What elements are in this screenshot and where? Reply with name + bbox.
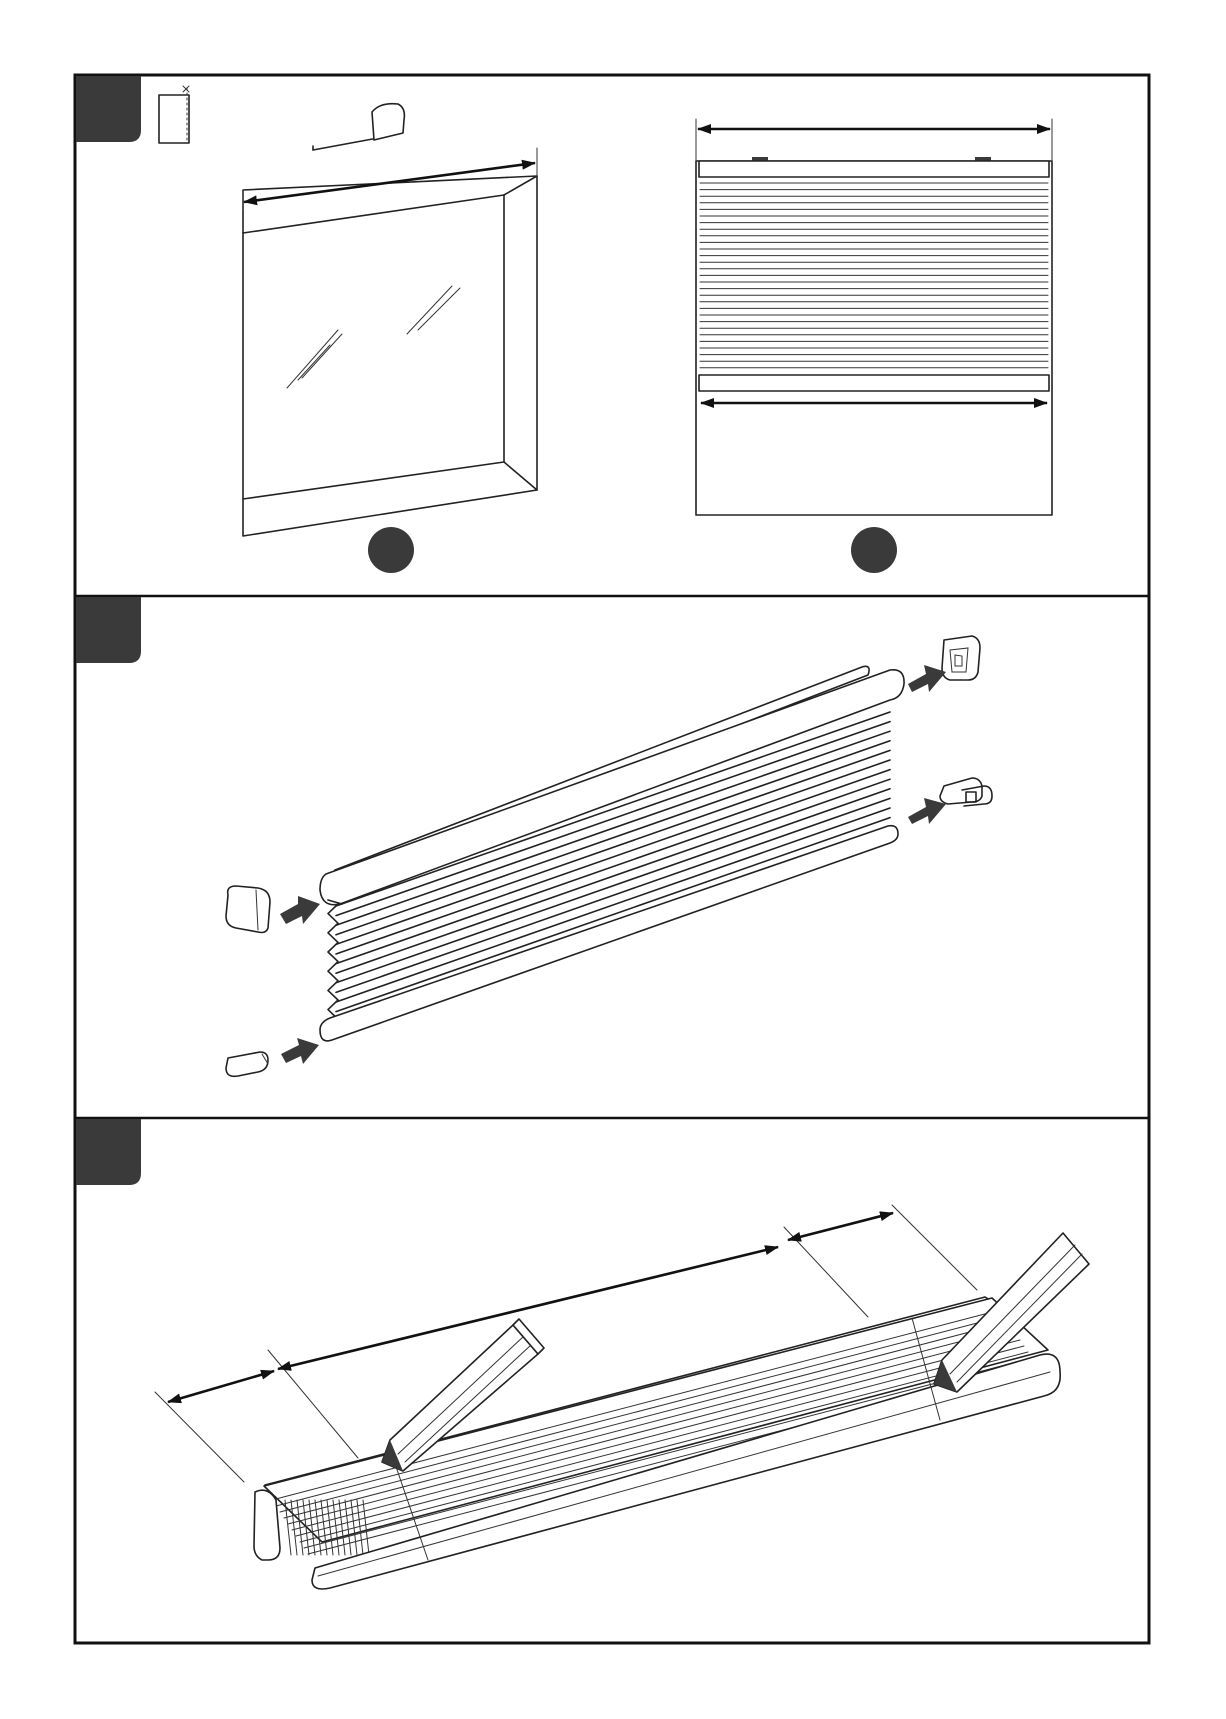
tape-measure-icon (313, 104, 404, 150)
rail-icon (254, 1297, 1060, 1589)
window-icon (243, 148, 537, 536)
marker-b (851, 527, 897, 573)
bottom-cap-icon (226, 1052, 268, 1076)
arrow-out-right (908, 665, 946, 692)
arrow-out-left (280, 896, 320, 924)
blind-icon (696, 119, 1052, 515)
panel-mark-cut-length (155, 1205, 1089, 1589)
marker-a (368, 527, 414, 573)
panel-remove-end-caps (226, 636, 992, 1076)
panel-measure-window (159, 86, 1052, 573)
step-tab (76, 597, 141, 663)
pleat-edge (328, 904, 338, 1019)
clip-icon (940, 778, 992, 806)
end-cap-icon (226, 886, 270, 933)
step-tab (76, 76, 141, 142)
step-tab (76, 1119, 141, 1185)
bag-icon (159, 86, 189, 143)
arrow-out-left (281, 1038, 319, 1064)
arrow-out-right (908, 798, 946, 824)
bracket-icon (942, 636, 980, 680)
